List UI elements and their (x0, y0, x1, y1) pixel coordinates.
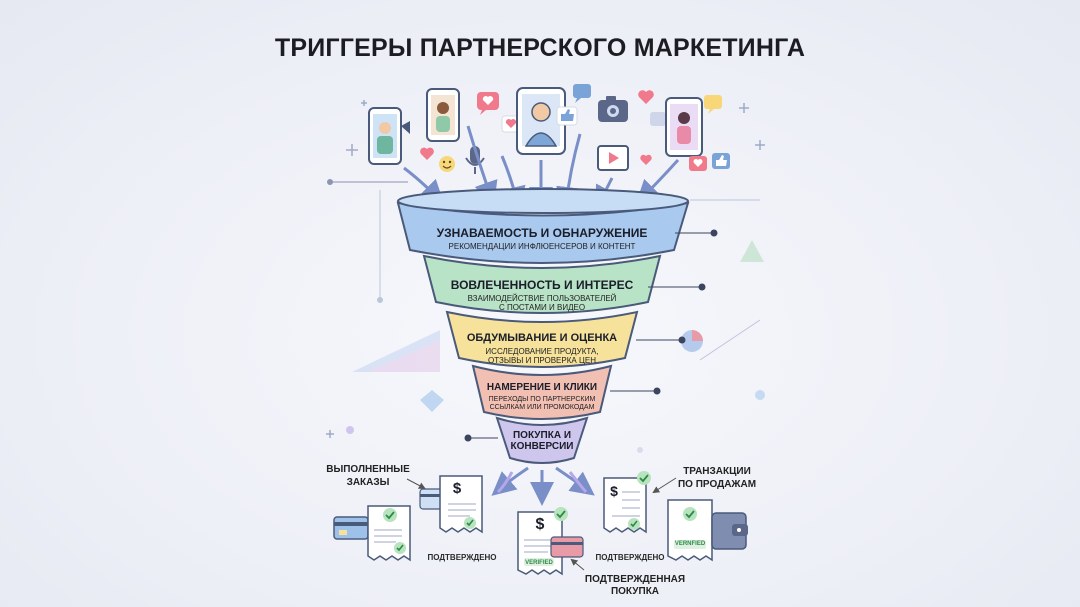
stage-5-title-line-1: ПОКУПКА И (512, 430, 572, 441)
sales-transactions-label-line-1: ТРАНЗАКЦИИ (683, 466, 751, 477)
dollar-sign: $ (452, 480, 462, 497)
connector-dot (698, 283, 706, 291)
check-icon (464, 517, 476, 529)
like-icon (712, 153, 730, 169)
stage-connectors (470, 232, 712, 439)
heart-icon (689, 156, 707, 171)
stage-2-subtitle-line-1: ВЗАИМОДЕЙСТВИЕ ПОЛЬЗОВАТЕЛЕЙ (467, 294, 617, 303)
check-icon (637, 471, 651, 485)
stage-4-subtitle-line-1: ПЕРЕХОДЫ ПО ПАРТНЕРСКИМ (488, 396, 596, 403)
confirmed-purchase-label-line-1: ПОДТВЕРЖДЕННАЯ (584, 574, 686, 585)
play-icon (597, 145, 629, 171)
wallet-icon (711, 512, 748, 550)
stage-3-subtitle-line-1: ИССЛЕДОВАНИЕ ПРОДУКТА, (485, 347, 599, 356)
stage-3-subtitle-line-2: ОТЗЫВЫ И ПРОВЕРКА ЦЕН (488, 356, 596, 365)
heart-icon (640, 154, 652, 165)
stage-1-title: УЗНАВАЕМОСТЬ И ОБНАРУЖЕНИЕ (436, 226, 648, 240)
receipt-icon (517, 511, 563, 576)
like-icon (556, 106, 578, 126)
completed-orders-label-line-2: ЗАКАЗЫ (346, 477, 390, 488)
heart-icon (477, 92, 499, 115)
dollar-sign: $ (610, 483, 618, 499)
sparkle-decorations (326, 100, 765, 438)
verified-tag-center: VERIFIED (525, 560, 553, 566)
verified-tag-right: VERNFIED (674, 541, 706, 547)
check-icon (394, 542, 406, 554)
connector-dot (710, 229, 718, 237)
heart-icon (420, 147, 434, 160)
heart-icon (638, 90, 654, 104)
label-pointers (406, 477, 677, 571)
stage-2-title: ВОВЛЕЧЕННОСТЬ И ИНТЕРЕС (450, 278, 634, 292)
check-icon (683, 507, 697, 521)
connector-dot (678, 336, 686, 344)
confirmed-tag-right: ПОДТВЕРЖДЕНО (595, 553, 665, 562)
camera-icon (598, 96, 628, 122)
check-icon (628, 518, 640, 530)
smartphone-influencer-icon (368, 107, 410, 165)
chat-icon (704, 95, 722, 114)
page-title: ТРИГГЕРЫ ПАРТНЕРСКОГО МАРКЕТИНГА (274, 34, 806, 62)
completed-orders-label-line-1: ВЫПОЛНЕННЫЕ (326, 464, 410, 475)
funnel (396, 188, 690, 464)
check-icon (383, 508, 397, 522)
credit-card-icon (550, 536, 584, 558)
heart-icon (501, 115, 521, 133)
stage-5-title-line-2: КОНВЕРСИИ (510, 441, 574, 452)
live-phone-icon (665, 97, 703, 157)
selfie-phone-icon (426, 88, 460, 142)
credit-card-icon (333, 516, 369, 540)
stage-4-subtitle-line-2: ССЫЛКАМ ИЛИ ПРОМОКОДАМ (489, 404, 595, 411)
user-monitor-icon (516, 87, 566, 155)
chat-icon (650, 112, 666, 126)
sales-transactions-label-line-2: ПО ПРОДАЖАМ (677, 479, 757, 490)
stage-2-subtitle-line-2: С ПОСТАМИ И ВИДЕО (498, 303, 586, 312)
stage-1-subtitle: РЕКОМЕНДАЦИИ ИНФЛЮЕНСЕРОВ И КОНТЕНТ (448, 242, 636, 251)
connector-dot (464, 434, 472, 442)
stage-3-title: ОБДУМЫВАНИЕ И ОЦЕНКА (466, 332, 618, 344)
stage-4-title: НАМЕРЕНИЕ И КЛИКИ (486, 382, 598, 393)
connector-dot (653, 387, 661, 395)
chat-icon (573, 84, 591, 103)
confirmed-purchase-label-line-2: ПОКУПКА (610, 586, 660, 597)
smile-icon (439, 156, 455, 172)
confirmed-tag-left: ПОДТВЕРЖДЕНО (427, 553, 497, 562)
dollar-sign: $ (535, 516, 545, 533)
pie-chart-icon (681, 330, 703, 352)
check-icon (554, 507, 568, 521)
